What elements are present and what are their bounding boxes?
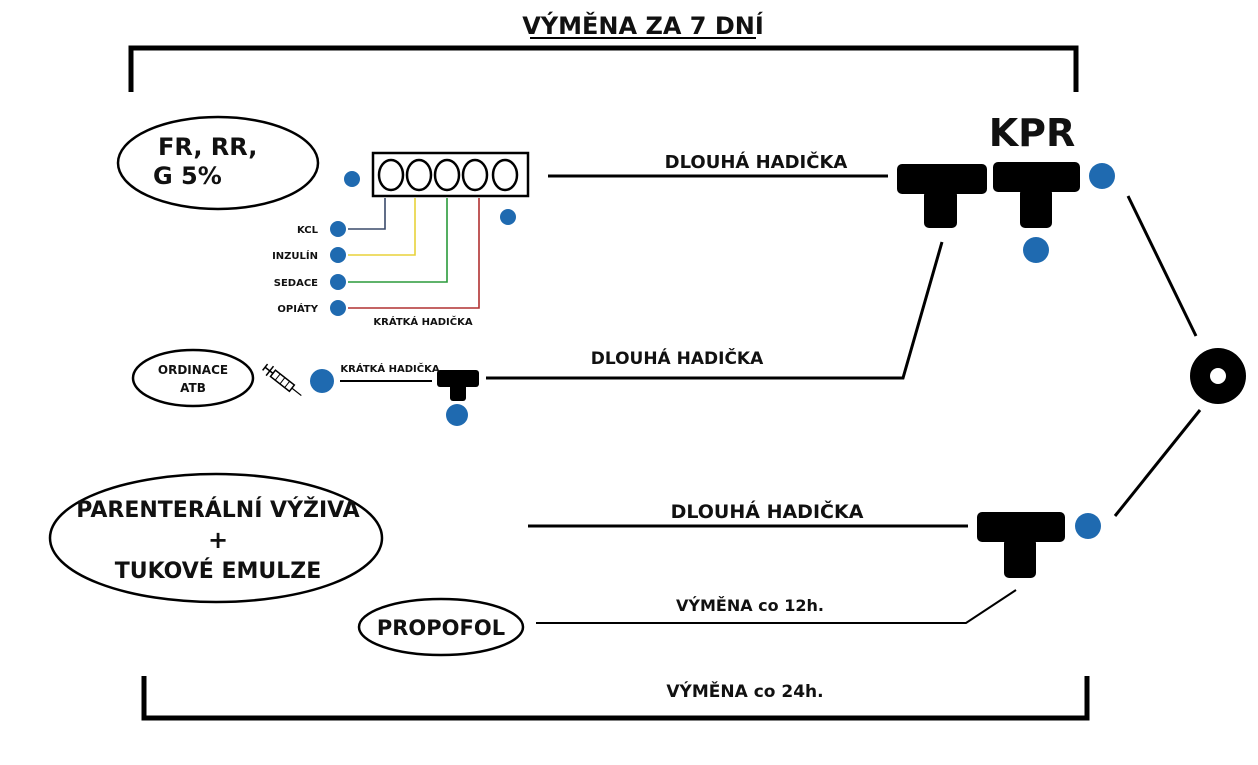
bottom-bracket (141, 676, 1090, 721)
fluids-label-line-2: G 5% (153, 162, 222, 190)
drug-label-kcl: KCL (297, 225, 319, 236)
atb-label-line-1: ORDINACE (158, 363, 228, 377)
atb-ellipse (131, 348, 255, 408)
diagram-title: VÝMĚNA ZA 7 DNÍ (522, 10, 764, 40)
kpr-to-hub-line (1126, 195, 1198, 337)
bottom-exchange-label: VÝMĚNA co 24h. (666, 680, 823, 702)
t-connector-icon[interactable] (897, 164, 987, 228)
fluids-ellipse (116, 115, 320, 211)
port-circle[interactable] (330, 221, 346, 237)
opiates-line (348, 198, 480, 309)
drug-label-sedation: SEDACE (274, 278, 318, 289)
t-connector-icon[interactable] (977, 512, 1065, 578)
atb-long-tube-label: DLOUHÁ HADIČKA (591, 347, 764, 369)
fluids-label-line-1: FR, RR, (158, 133, 257, 161)
atb-label-line-2: ATB (180, 381, 206, 395)
atb-long-tube-line (486, 241, 944, 380)
long-tube-label: DLOUHÁ HADIČKA (665, 151, 848, 173)
propofol-exchange-label: VÝMĚNA co 12h. (676, 596, 824, 615)
port-circle[interactable] (446, 404, 468, 426)
top-bracket (128, 45, 1079, 92)
insulin-line (348, 198, 416, 256)
nutrition-label-line-3: TUKOVÉ EMULZE (115, 558, 322, 584)
port-circle[interactable] (330, 300, 346, 316)
nutrition-long-tube-label: DLOUHÁ HADIČKA (671, 499, 864, 523)
port-circle[interactable] (1023, 237, 1049, 263)
port-circle[interactable] (500, 209, 516, 225)
nutrition-ellipse (48, 472, 384, 604)
drug-label-opiates: OPIÁTY (277, 302, 318, 315)
syringe-icon (262, 363, 302, 397)
propofol-ellipse (357, 597, 525, 657)
propofol-tube-line (536, 589, 1017, 624)
port-circle[interactable] (1075, 513, 1101, 539)
t-connector-icon[interactable] (437, 370, 479, 401)
port-circle[interactable] (310, 369, 334, 393)
sedation-line (348, 198, 448, 283)
nutrition-label-line-2: + (208, 526, 228, 554)
nutrition-label-line-1: PARENTERÁLNÍ VÝŽIVA (76, 497, 359, 523)
port-circle[interactable] (1089, 163, 1115, 189)
atb-short-tube-label: KRÁTKÁ HADIČKA (340, 362, 439, 375)
port-circle[interactable] (330, 247, 346, 263)
propofol-label: PROPOFOL (377, 616, 505, 640)
port-circle[interactable] (330, 274, 346, 290)
catheter-hub-icon[interactable] (1190, 348, 1246, 404)
manifold-icon[interactable] (371, 151, 530, 198)
short-tube-label: KRÁTKÁ HADIČKA (373, 315, 472, 328)
t-connector-icon[interactable] (993, 162, 1080, 228)
drug-label-insulin: INZULÍN (272, 249, 318, 262)
hub-to-nutrition-line (1113, 409, 1202, 517)
port-circle[interactable] (344, 171, 360, 187)
kpr-label: KPR (989, 111, 1076, 155)
kcl-line (348, 198, 386, 230)
